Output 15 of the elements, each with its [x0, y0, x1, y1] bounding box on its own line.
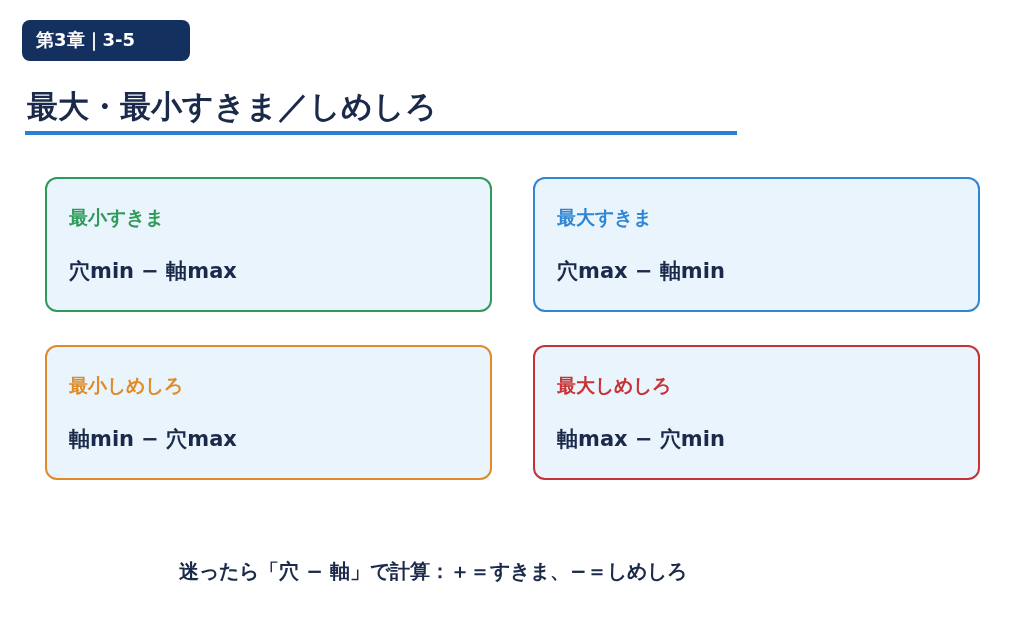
chapter-badge: 第3章｜3-5	[22, 20, 190, 61]
formula-text: 穴max − 軸min	[557, 258, 725, 285]
card-heading: 最小しめしろ	[69, 373, 183, 398]
formula-text: 穴min − 軸max	[69, 258, 237, 285]
card-heading: 最大しめしろ	[557, 373, 671, 398]
formula-text: 軸min − 穴max	[69, 426, 237, 453]
formula-text: 軸max − 穴min	[557, 426, 725, 453]
tip-note: 迷ったら「穴 − 軸」で計算：＋＝すきま、−＝しめしろ	[178, 558, 688, 585]
formula-card	[533, 345, 980, 480]
formula-card	[45, 345, 492, 480]
card-heading: 最大すきま	[557, 205, 652, 230]
page-title: 最大・最小すきま／しめしろ	[27, 87, 437, 126]
formula-card	[533, 177, 980, 312]
card-heading: 最小すきま	[69, 205, 164, 230]
formula-card	[45, 177, 492, 312]
